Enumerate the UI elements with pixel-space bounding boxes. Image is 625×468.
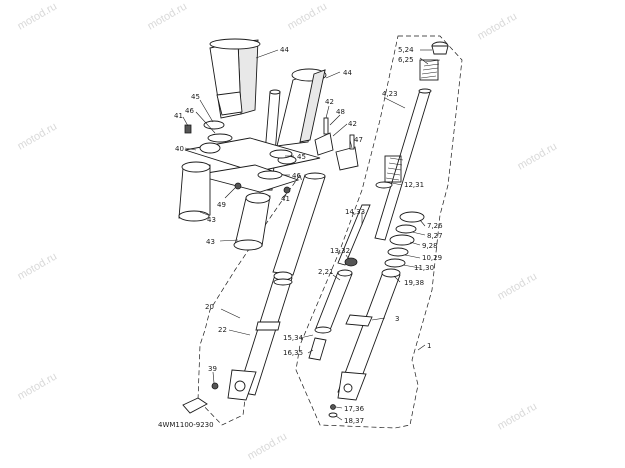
callout-41-right: 41: [281, 195, 290, 203]
callout-44-upper-left: 44: [280, 46, 289, 54]
inner-tube-left: [272, 172, 326, 276]
watermark-text: motod.ru: [286, 0, 330, 32]
callout-7-26: 7,26: [427, 222, 443, 230]
seat: [314, 326, 332, 334]
callout-6-25: 6,25: [398, 56, 414, 64]
fork-boot-upper-right: [276, 68, 327, 147]
slide-metal: [384, 258, 406, 268]
callout-14-33: 14,33: [345, 208, 365, 216]
callout-45-left: 45: [191, 93, 200, 101]
callout-46-left: 46: [185, 107, 194, 115]
callout-15-34: 15,34: [283, 334, 304, 342]
leader-lines: [182, 49, 432, 421]
bolt-17-36: [330, 404, 336, 410]
callout-12-31: 12,31: [404, 181, 424, 189]
callout-10-29: 10,29: [422, 254, 442, 262]
callout-4-23: 4,23: [382, 90, 398, 98]
callout-42-lower: 42: [348, 120, 357, 128]
outer-tube-left: [227, 271, 293, 401]
watermark-text: motod.ru: [16, 0, 60, 32]
inner-tube-right: [374, 88, 432, 241]
fork-spring-upper: [419, 59, 441, 81]
callout-41-left: 41: [174, 112, 183, 120]
watermark-text: motod.ru: [496, 400, 540, 432]
bracket-48: [314, 117, 334, 156]
watermark-text: motod.ru: [496, 270, 540, 302]
callout-8-27: 8,27: [427, 232, 443, 240]
watermark-text: motod.ru: [246, 430, 290, 462]
damper-piece: [315, 269, 353, 331]
callout-3: 3: [395, 315, 399, 323]
callout-49: 49: [217, 201, 226, 209]
washer-45-left: [203, 120, 225, 130]
callout-19-38: 19,38: [404, 279, 424, 287]
callout-48: 48: [336, 108, 345, 116]
watermark-text: motod.ru: [476, 10, 520, 42]
bracket-47: [335, 134, 359, 171]
left-fork-group-outline: [197, 174, 311, 426]
watermark-text: motod.ru: [16, 370, 60, 402]
watermark-text: motod.ru: [16, 250, 60, 282]
fork-boot-upper-left: [209, 38, 261, 119]
callout-13-32: 13,32: [330, 247, 350, 255]
dust-seal: [399, 211, 425, 223]
cap-bolt: [431, 41, 449, 55]
callout-18-37: 18,37: [344, 417, 364, 425]
callout-20: 20: [205, 303, 214, 311]
washer-45-right: [269, 149, 293, 159]
watermark-text: motod.ru: [516, 140, 560, 172]
bolt-41-left: [184, 124, 192, 134]
washer: [387, 247, 409, 257]
callout-39: 39: [208, 365, 217, 373]
callout-47: 47: [354, 136, 363, 144]
callout-5-24: 5,24: [398, 46, 414, 54]
callout-16-35: 16,35: [283, 349, 303, 357]
fork-boot-lower-left: [178, 161, 211, 222]
bolt-49: [234, 182, 242, 190]
right-fork-group-outline: [295, 35, 463, 429]
drawing-code: 4WM1100-9230: [158, 421, 214, 429]
callout-43-upper: 43: [207, 216, 216, 224]
callout-22: 22: [218, 326, 227, 334]
spacer-12-31: [375, 181, 393, 189]
callout-9-28: 9,28: [422, 242, 438, 250]
callout-44-upper-right: 44: [343, 69, 352, 77]
watermark-text: motod.ru: [146, 0, 190, 32]
rod-spring: [344, 257, 358, 267]
callout-42-upper: 42: [325, 98, 334, 106]
clip: [395, 224, 417, 234]
bolt-39: [211, 382, 219, 390]
axle-clamp: [182, 397, 208, 414]
outer-tube-right: [337, 268, 401, 401]
seal-46-right: [257, 170, 283, 180]
fork-spring-lower: [384, 155, 404, 183]
taper-spindle: [308, 337, 327, 361]
callout-labels: 44 44 45 46 41 40 42 48 42 47 45 46 41 4…: [174, 46, 443, 425]
gasket-18-37: [328, 412, 338, 418]
bolt-41-right: [283, 186, 291, 194]
callout-43-lower: 43: [206, 238, 215, 246]
callout-11-30: 11,30: [414, 264, 434, 272]
callout-46-right: 46: [292, 172, 301, 180]
callout-17-36: 17,36: [344, 405, 365, 413]
callout-2-21: 2,21: [318, 268, 334, 276]
callout-45-right: 45: [297, 153, 306, 161]
seal-46-left: [207, 133, 233, 143]
watermark-text: motod.ru: [16, 120, 60, 152]
oil-seal: [389, 234, 415, 246]
callout-1: 1: [427, 342, 431, 350]
fork-boot-lower-right: [233, 192, 271, 251]
callout-40: 40: [175, 145, 184, 153]
